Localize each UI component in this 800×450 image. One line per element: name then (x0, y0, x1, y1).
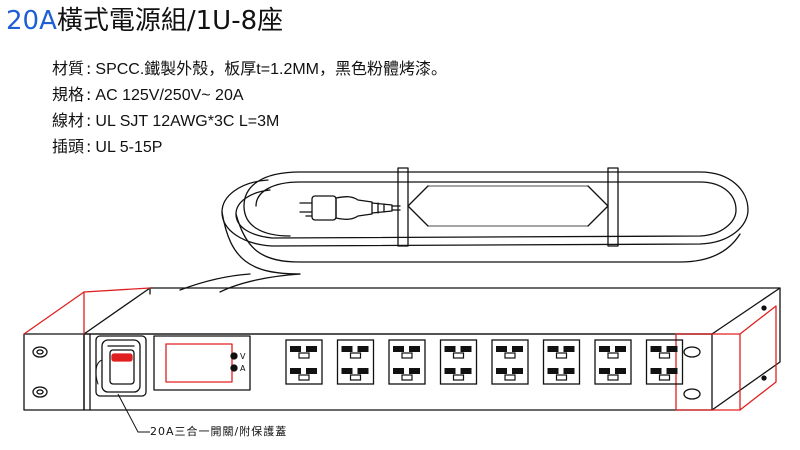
callout-leader (117, 393, 150, 433)
outlet-icon (439, 339, 478, 385)
volt-indicator-label: V (240, 352, 246, 361)
coiled-cable (179, 167, 749, 293)
spec-rating: 規格:AC 125V/250V~ 20A (52, 84, 244, 107)
spec-separator: : (86, 59, 92, 78)
rack-ear-right (675, 305, 777, 411)
meter-display (165, 343, 233, 383)
outlet-icon (594, 339, 632, 385)
spec-separator: : (86, 111, 92, 130)
spec-value: AC 125V/250V~ 20A (95, 87, 244, 104)
switch-callout-label: 20A三合一開關/附保護蓋 (150, 425, 288, 438)
outlet-icon (542, 339, 581, 385)
page-title: 20A橫式電源組/1U-8座 (6, 4, 283, 38)
outlet-icon (645, 339, 684, 385)
spec-separator: : (86, 85, 92, 104)
outlet-icon (388, 339, 426, 385)
spec-label: 線材 (52, 111, 85, 130)
plug-icon (299, 195, 401, 221)
outlet-icon (491, 339, 529, 385)
spec-cable: 線材:UL SJT 12AWG*3C L=3M (52, 110, 279, 133)
outlet-icon (336, 339, 375, 385)
mounting-hole (683, 388, 701, 400)
mounting-hole (683, 346, 701, 358)
cable-tie (607, 167, 619, 247)
title-product-name: 橫式電源組/1U-8座 (56, 6, 284, 36)
spec-separator: : (86, 137, 92, 156)
spec-value: UL 5-15P (95, 139, 163, 156)
switch-with-cover (95, 335, 147, 397)
spec-label: 插頭 (52, 137, 85, 156)
power-switch-indicator (111, 353, 133, 362)
spec-label: 規格 (52, 85, 85, 104)
mounting-hole (32, 346, 48, 358)
outlet-icon (285, 339, 323, 385)
spec-material: 材質:SPCC.鐵製外殼，板厚t=1.2MM，黑色粉體烤漆。 (52, 58, 447, 81)
rack-ear-left (23, 287, 151, 411)
amp-indicator-label: A (240, 364, 246, 373)
spec-plug: 插頭:UL 5-15P (52, 136, 162, 159)
spec-label: 材質 (52, 59, 85, 78)
mounting-hole (32, 386, 48, 398)
spec-value: SPCC.鐵製外殼，板厚t=1.2MM，黑色粉體烤漆。 (95, 61, 447, 78)
spec-value: UL SJT 12AWG*3C L=3M (95, 113, 280, 130)
title-rating: 20A (6, 6, 57, 36)
outlet-row (285, 339, 684, 385)
cable-tie (397, 167, 409, 247)
meter-panel (153, 335, 251, 391)
